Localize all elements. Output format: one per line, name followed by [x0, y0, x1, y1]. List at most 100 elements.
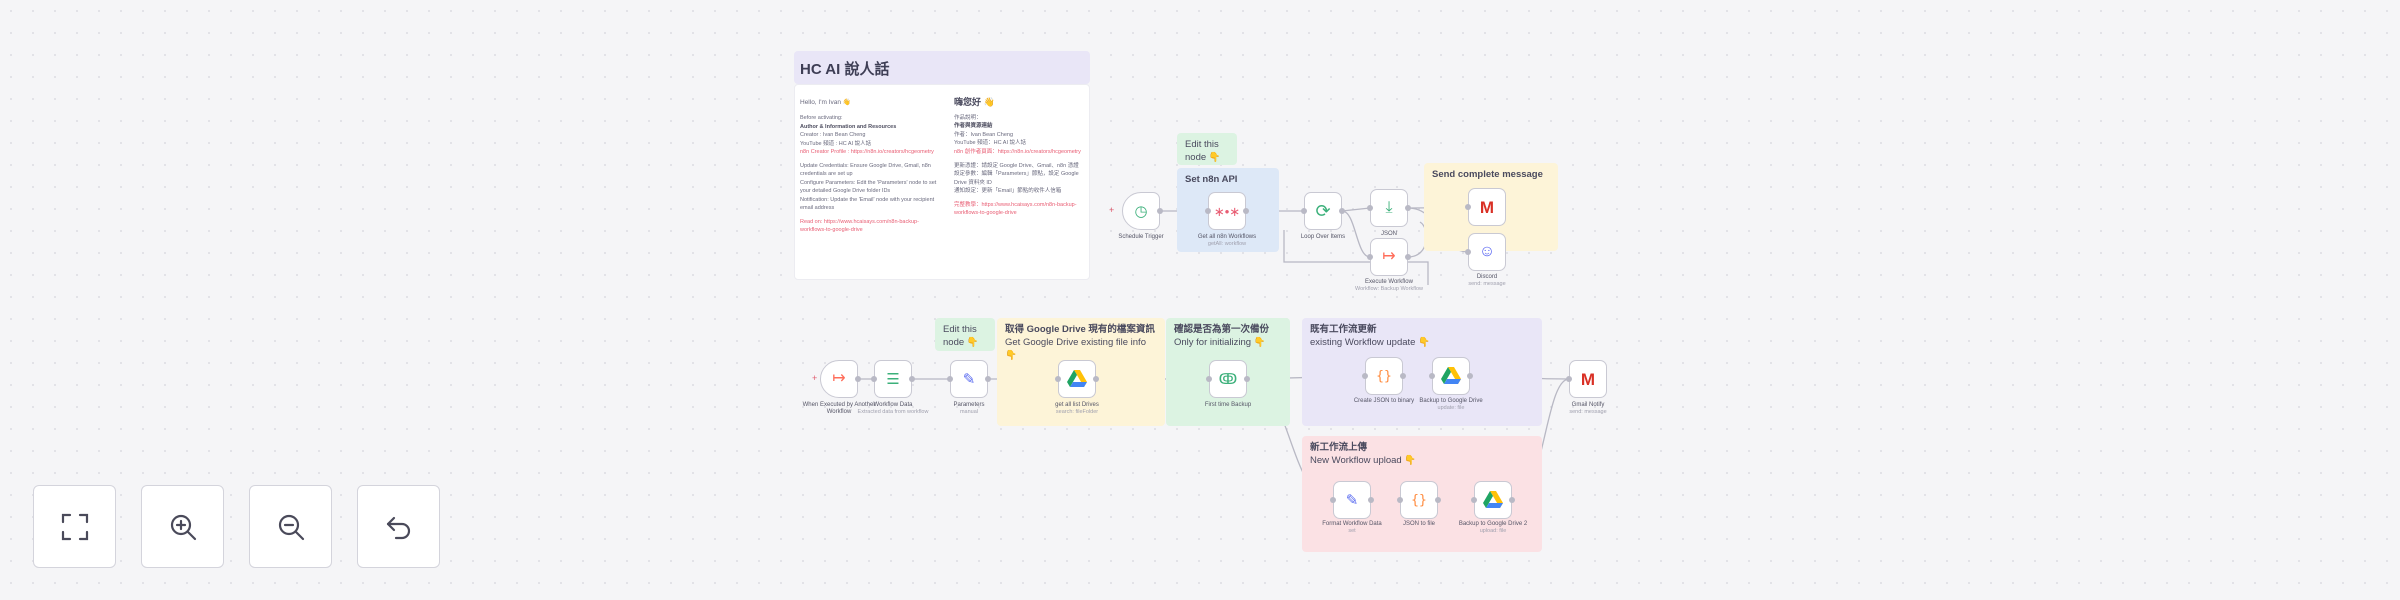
output-port[interactable] — [1368, 497, 1374, 503]
input-port[interactable] — [1362, 373, 1368, 379]
node-label-text: Backup to Google Drive — [1419, 398, 1483, 404]
doc-title-band[interactable] — [794, 51, 1090, 84]
node-label: JSON to file — [1402, 521, 1435, 527]
doc-col-en: Hello, I'm Ivan 👋 Before activating: Aut… — [800, 98, 940, 235]
gmail-icon: M — [1479, 197, 1495, 217]
input-port[interactable] — [947, 376, 953, 382]
doc-footer-link-en[interactable]: Read on: https://www.hcaisays.com/n8n-ba… — [800, 218, 919, 234]
doc-bullet-en: Notification: Update the 'Email' node wi… — [800, 196, 935, 212]
node-json-to-file[interactable]: {} — [1397, 481, 1441, 519]
zoom-in-icon — [170, 514, 196, 540]
output-port[interactable] — [1467, 373, 1473, 379]
input-port[interactable] — [1205, 208, 1211, 214]
output-port[interactable] — [1400, 373, 1406, 379]
input-port[interactable] — [1429, 373, 1435, 379]
input-port[interactable] — [1367, 254, 1373, 260]
output-port[interactable] — [855, 376, 861, 382]
output-port[interactable] — [985, 376, 991, 382]
node-backup-drive-update[interactable] — [1429, 357, 1473, 395]
node-json[interactable]: ⤓ — [1367, 189, 1411, 227]
node-sublabel: upload: file — [1479, 528, 1507, 535]
node-label-text: Get all n8n Workflows — [1197, 234, 1257, 240]
node-gmail-notify[interactable]: M — [1566, 360, 1607, 398]
doc-link-en[interactable]: n8n Creator Profile : https://n8n.io/cre… — [800, 149, 934, 156]
reset-zoom-button[interactable] — [357, 485, 440, 568]
doc-line-zh: 作者：Ivan Bean Cheng — [954, 131, 1014, 138]
node-label: JSON — [1380, 231, 1397, 237]
doc-link-zh[interactable]: n8n 創作者頁面：https://n8n.io/creators/hcgeom… — [954, 149, 1081, 155]
node-discord[interactable]: ☺ — [1465, 233, 1506, 271]
fit-view-button[interactable] — [33, 485, 116, 568]
code-icon: {} — [1411, 492, 1427, 508]
execute-workflow-icon: ↦ — [1382, 248, 1396, 265]
doc-col-zh: 嗨您好 👋 作品說明： 作者與資源連結 作者：Ivan Bean Cheng Y… — [954, 96, 1082, 218]
node-first-time-backup[interactable]: ↂ — [1206, 360, 1250, 398]
zoom-out-button[interactable] — [249, 485, 332, 568]
input-port[interactable] — [1055, 376, 1061, 382]
node-when-executed-by-workflow[interactable]: ↦ — [820, 360, 861, 398]
doc-bullet-en: Update Credentials: Ensure Google Drive,… — [800, 162, 931, 178]
node-label: Get all n8n Workflows getAll: workflow — [1182, 234, 1272, 248]
node-backup-drive-upload[interactable] — [1471, 481, 1515, 519]
node-gmail-complete[interactable]: M — [1465, 188, 1506, 226]
input-port[interactable] — [1566, 376, 1572, 382]
output-port[interactable] — [1405, 205, 1411, 211]
node-sublabel: set — [1348, 528, 1356, 535]
output-port[interactable] — [1405, 254, 1411, 260]
input-port[interactable] — [1397, 497, 1403, 503]
node-create-json-binary[interactable]: {} — [1362, 357, 1406, 395]
node-label: Backup to Google Drive update: file — [1406, 398, 1496, 412]
node-label-text: Execute Workflow — [1365, 279, 1413, 285]
node-get-all-workflows[interactable]: ∗•∗ — [1205, 192, 1249, 230]
zoom-in-button[interactable] — [141, 485, 224, 568]
doc-footer-link-zh[interactable]: 完整教學：https://www.hcaisays.com/n8n-backup… — [954, 201, 1077, 217]
output-port[interactable] — [1509, 497, 1515, 503]
node-sublabel: send: message — [1468, 281, 1506, 288]
list-icon: ☰ — [886, 370, 900, 388]
node-label: When Executed by Another Workflow — [802, 402, 876, 416]
google-drive-icon — [1067, 370, 1087, 387]
add-trigger-icon[interactable]: + — [812, 373, 818, 383]
output-port[interactable] — [1435, 497, 1441, 503]
doc-sticky-body[interactable] — [794, 84, 1090, 280]
output-port[interactable] — [1243, 208, 1249, 214]
sticky-existing-workflow-update[interactable]: 既有工作流更新 existing Workflow update 👇 — [1302, 318, 1542, 426]
zoom-out-icon — [278, 514, 304, 540]
node-sublabel: Extracted data from workflow — [857, 409, 929, 416]
sticky-title: 確認是否為第一次備份 — [1174, 324, 1270, 335]
doc-bullet-zh: 更新憑證：請設定 Google Drive、Gmail、n8n 憑證 — [954, 162, 1079, 169]
doc-line-zh: YouTube 頻道：HC AI 說人話 — [954, 140, 1027, 147]
node-label: Schedule Trigger — [1118, 234, 1164, 240]
input-port[interactable] — [1367, 205, 1373, 211]
sticky-text: node 👇 — [943, 336, 979, 348]
output-port[interactable] — [1244, 376, 1250, 382]
node-parameters[interactable]: ✎ — [947, 360, 991, 398]
node-schedule-trigger[interactable]: ◷ — [1122, 192, 1163, 230]
input-port[interactable] — [1465, 249, 1471, 255]
output-port[interactable] — [1093, 376, 1099, 382]
input-port[interactable] — [1471, 497, 1477, 503]
output-port[interactable] — [1157, 208, 1163, 214]
input-port[interactable] — [1465, 204, 1471, 210]
node-get-drive-list[interactable] — [1055, 360, 1099, 398]
add-trigger-icon[interactable]: + — [1109, 205, 1115, 215]
node-label-text: Parameters — [953, 402, 985, 408]
input-port[interactable] — [871, 376, 877, 382]
sticky-edit-node-1[interactable]: Edit this node 👇 — [1177, 133, 1237, 165]
node-loop-over-items[interactable]: ⟳ — [1301, 192, 1345, 230]
doc-author-heading-zh: 作者與資源連結 — [954, 123, 993, 130]
node-format-workflow-data[interactable]: ✎ — [1330, 481, 1374, 519]
sticky-text: Edit this — [943, 324, 977, 335]
if-icon: ↂ — [1218, 370, 1238, 388]
output-port[interactable] — [909, 376, 915, 382]
input-port[interactable] — [1301, 208, 1307, 214]
input-port[interactable] — [1206, 376, 1212, 382]
sticky-edit-node-2[interactable]: Edit this node 👇 — [935, 318, 995, 351]
node-workflow-data[interactable]: ☰ — [871, 360, 915, 398]
output-port[interactable] — [1339, 208, 1345, 214]
node-execute-workflow[interactable]: ↦ — [1367, 238, 1411, 276]
doc-bullet-zh: 設定參數：編輯「Parameters」節點，設定 Google Drive 資料… — [954, 171, 1079, 186]
input-port[interactable] — [1330, 497, 1336, 503]
google-drive-icon — [1441, 367, 1461, 384]
